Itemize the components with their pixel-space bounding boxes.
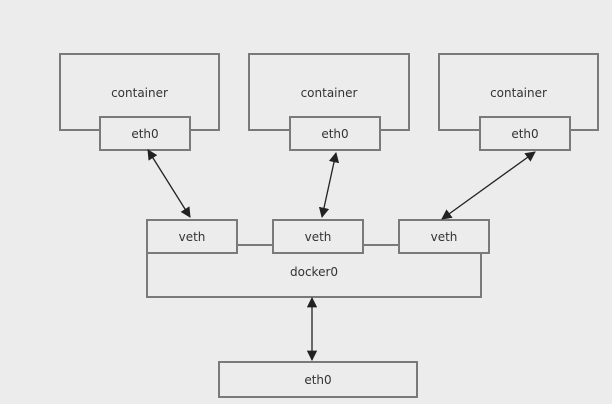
container-label-3: container: [490, 86, 547, 100]
host-eth0: eth0: [218, 361, 418, 398]
container-label-2: container: [300, 86, 358, 100]
container-eth0-label-2: eth0: [321, 126, 349, 141]
arrow-container1-veth1: [147, 149, 191, 218]
veth-label-1: veth: [178, 229, 206, 244]
container-eth0-label-1: eth0: [131, 126, 159, 141]
arrow-container3-veth3: [441, 151, 536, 220]
veth-3: veth: [398, 219, 490, 254]
veth-label-3: veth: [430, 229, 458, 244]
container-eth0-label-3: eth0: [511, 126, 539, 141]
arrow-container2-veth2: [318, 151, 340, 219]
veth-label-2: veth: [304, 229, 332, 244]
veth-2: veth: [272, 219, 364, 254]
veth-1: veth: [146, 219, 238, 254]
container-eth0-1: eth0: [99, 116, 191, 151]
container-eth0-2: eth0: [289, 116, 381, 151]
container-eth0-3: eth0: [479, 116, 571, 151]
container-label-1: container: [111, 86, 168, 100]
host-eth0-label: eth0: [304, 372, 332, 387]
docker0-label: docker0: [289, 265, 339, 279]
